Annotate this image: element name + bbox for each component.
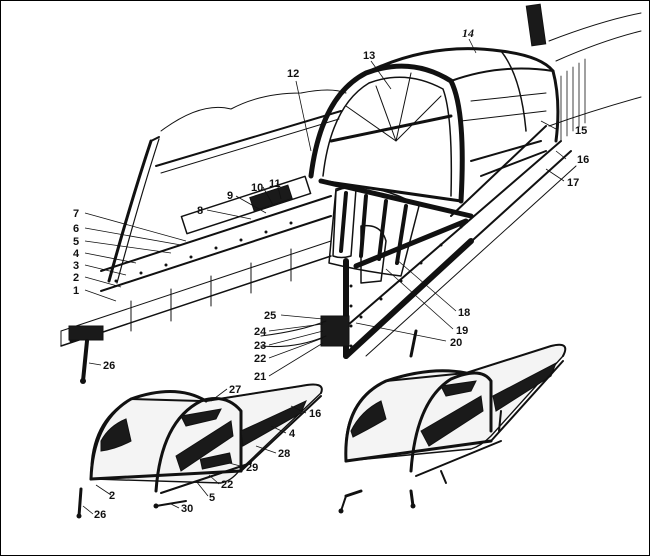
pilot-seat	[260, 178, 474, 359]
callout-18: 18	[458, 307, 470, 319]
callout-21: 21	[254, 371, 266, 383]
callout-16: 16	[577, 154, 589, 166]
front-fitting	[68, 325, 104, 384]
callout-4: 4	[73, 248, 80, 260]
detail-callout-22: 22	[221, 479, 233, 491]
detail-callout-26: 26	[94, 509, 106, 521]
canopy-frame	[308, 47, 560, 204]
background-outline	[160, 89, 347, 132]
detail-callout-30: 30	[181, 503, 193, 515]
callout-5: 5	[73, 236, 79, 248]
callout-12: 12	[287, 68, 299, 80]
left-sill	[60, 175, 332, 347]
main-assembly	[60, 3, 642, 384]
callout-11: 11	[269, 178, 281, 190]
callout-20: 20	[450, 337, 462, 349]
callout-2: 2	[73, 272, 79, 284]
callout-13: 13	[363, 50, 375, 62]
antenna-mast	[525, 3, 547, 47]
callout-19: 19	[456, 325, 468, 337]
callout-6: 6	[73, 223, 79, 235]
upper-rail	[155, 110, 342, 167]
seat-mechanism	[320, 315, 350, 347]
fuselage-skin	[525, 3, 642, 142]
callout-17: 17	[567, 177, 579, 189]
detail-callout-28: 28	[278, 448, 290, 460]
callout-9: 9	[227, 190, 233, 202]
detail-callout-29: 29	[246, 462, 258, 474]
callout-15: 15	[575, 125, 587, 137]
callout-14: 14	[462, 26, 474, 40]
callout-1: 1	[73, 285, 79, 297]
callout-23: 23	[254, 340, 266, 352]
detail-callout-16: 16	[309, 408, 321, 420]
right-sill	[340, 125, 577, 357]
detail-callout-27: 27	[229, 384, 241, 396]
leader-lines	[84, 38, 567, 377]
detail-callout-4: 4	[289, 428, 296, 440]
canopy-detail-left	[76, 383, 323, 519]
callout-22: 22	[254, 353, 266, 365]
callout-7: 7	[73, 208, 79, 220]
callout-25: 25	[264, 310, 276, 322]
callout-3: 3	[73, 260, 79, 272]
windscreen-post	[107, 139, 153, 283]
callout-8: 8	[197, 205, 203, 217]
callout-24: 24	[254, 326, 267, 338]
callout-10: 10	[251, 182, 263, 194]
callout-labels: 1 2 3 4 5 6 7 8 9 10 11 12 13 14 15 16 1…	[73, 26, 589, 521]
canopy-detail-right	[338, 343, 567, 514]
detail-callout-5: 5	[209, 492, 215, 504]
callout-26: 26	[103, 360, 115, 372]
detail-callout-2: 2	[109, 490, 115, 502]
